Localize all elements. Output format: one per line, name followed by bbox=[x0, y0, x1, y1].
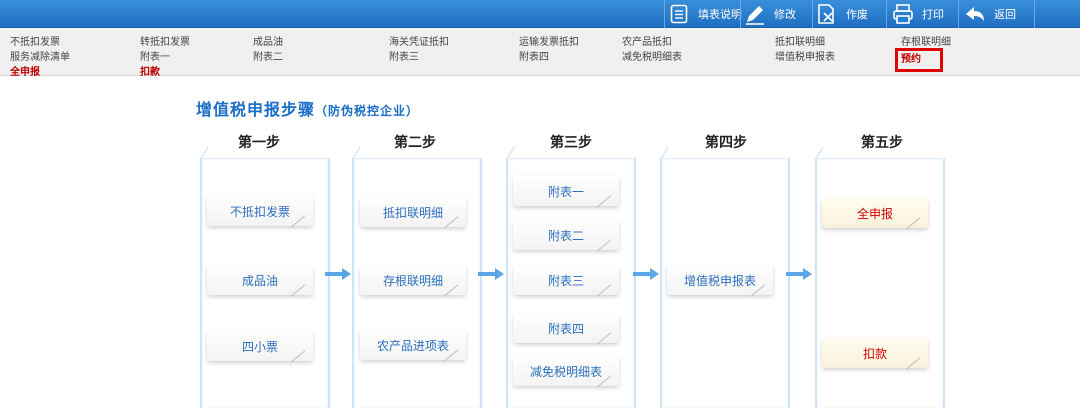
menu-item[interactable]: 海关凭证抵扣 bbox=[389, 37, 449, 48]
step-1-heading: 第一步 bbox=[238, 135, 280, 151]
card-schedule-1[interactable]: 附表一 bbox=[513, 176, 619, 206]
print-label: 打印 bbox=[922, 8, 944, 21]
void-label: 作废 bbox=[846, 8, 868, 21]
card-refined-oil[interactable]: 成品油 bbox=[207, 265, 313, 295]
menu-item[interactable]: 存根联明细 bbox=[901, 37, 951, 48]
menu-item-deduct[interactable]: 扣款 bbox=[140, 67, 160, 78]
menu-item[interactable]: 服务减除清单 bbox=[10, 52, 70, 63]
menu-item[interactable]: 成品油 bbox=[253, 37, 283, 48]
card-schedule-2[interactable]: 附表二 bbox=[513, 220, 619, 250]
right-arrow-icon bbox=[478, 268, 504, 280]
toolbar-separator bbox=[958, 0, 959, 28]
form-menu bbox=[0, 28, 1080, 76]
card-four-small-tickets[interactable]: 四小票 bbox=[207, 331, 313, 361]
menu-item[interactable]: 附表一 bbox=[140, 52, 170, 63]
card-agricultural-input[interactable]: 农产品进项表 bbox=[360, 330, 466, 360]
toolbar-separator bbox=[664, 0, 665, 28]
menu-item[interactable]: 附表三 bbox=[389, 52, 419, 63]
card-deduct-payment[interactable]: 扣款 bbox=[822, 338, 928, 368]
toolbar-separator bbox=[812, 0, 813, 28]
menu-item[interactable]: 附表二 bbox=[253, 52, 283, 63]
page-title: 增值税申报步骤（防伪税控企业） bbox=[196, 96, 419, 120]
step-4-heading: 第四步 bbox=[705, 135, 747, 151]
top-toolbar: 填表说明 修改 作废 打印 返回 bbox=[0, 0, 1080, 28]
fill-help-label: 填表说明 bbox=[698, 8, 742, 21]
card-tax-exemption-details[interactable]: 减免税明细表 bbox=[513, 356, 619, 386]
card-schedule-3[interactable]: 附表三 bbox=[513, 265, 619, 295]
print-button[interactable]: 打印 bbox=[892, 0, 944, 28]
back-label: 返回 bbox=[994, 8, 1016, 21]
page-title-sub: （防伪税控企业） bbox=[315, 104, 420, 118]
card-non-deductible-invoice[interactable]: 不抵扣发票 bbox=[207, 196, 313, 226]
step-3-heading: 第三步 bbox=[550, 135, 592, 151]
menu-item[interactable]: 不抵扣发票 bbox=[10, 37, 60, 48]
menu-item[interactable]: 农产品抵扣 bbox=[622, 37, 672, 48]
menu-item[interactable]: 减免税明细表 bbox=[622, 52, 682, 63]
void-document-icon bbox=[816, 3, 838, 25]
card-deduction-stub-details[interactable]: 抵扣联明细 bbox=[360, 197, 466, 227]
printer-icon bbox=[892, 3, 914, 25]
modify-label: 修改 bbox=[774, 8, 796, 21]
right-arrow-icon bbox=[325, 268, 351, 280]
menu-item-full-declare[interactable]: 全申报 bbox=[10, 67, 40, 78]
pencil-icon bbox=[744, 3, 766, 25]
card-schedule-4[interactable]: 附表四 bbox=[513, 313, 619, 343]
menu-item[interactable]: 抵扣联明细 bbox=[775, 37, 825, 48]
document-icon bbox=[668, 3, 690, 25]
back-arrow-icon bbox=[964, 3, 986, 25]
right-arrow-icon bbox=[633, 268, 659, 280]
card-full-declare[interactable]: 全申报 bbox=[822, 198, 928, 228]
step-5-panel bbox=[815, 158, 945, 408]
void-button[interactable]: 作废 bbox=[816, 0, 868, 28]
toolbar-separator bbox=[886, 0, 887, 28]
back-button[interactable]: 返回 bbox=[964, 0, 1016, 28]
card-counterfoil-details[interactable]: 存根联明细 bbox=[360, 265, 466, 295]
menu-item[interactable]: 增值税申报表 bbox=[775, 52, 835, 63]
toolbar-separator bbox=[740, 0, 741, 28]
menu-item-reservation[interactable]: 预约 bbox=[901, 54, 921, 65]
right-arrow-icon bbox=[786, 268, 812, 280]
menu-item[interactable]: 附表四 bbox=[519, 52, 549, 63]
menu-item[interactable]: 转抵扣发票 bbox=[140, 37, 190, 48]
step-5-heading: 第五步 bbox=[861, 135, 903, 151]
step-2-heading: 第二步 bbox=[394, 135, 436, 151]
page-title-main: 增值税申报步骤 bbox=[196, 100, 316, 119]
modify-button[interactable]: 修改 bbox=[744, 0, 796, 28]
highlight-box bbox=[895, 48, 943, 72]
menu-item[interactable]: 运输发票抵扣 bbox=[519, 37, 579, 48]
fill-help-button[interactable]: 填表说明 bbox=[668, 0, 742, 28]
card-vat-return[interactable]: 增值税申报表 bbox=[667, 265, 773, 295]
toolbar-separator bbox=[1034, 0, 1035, 28]
